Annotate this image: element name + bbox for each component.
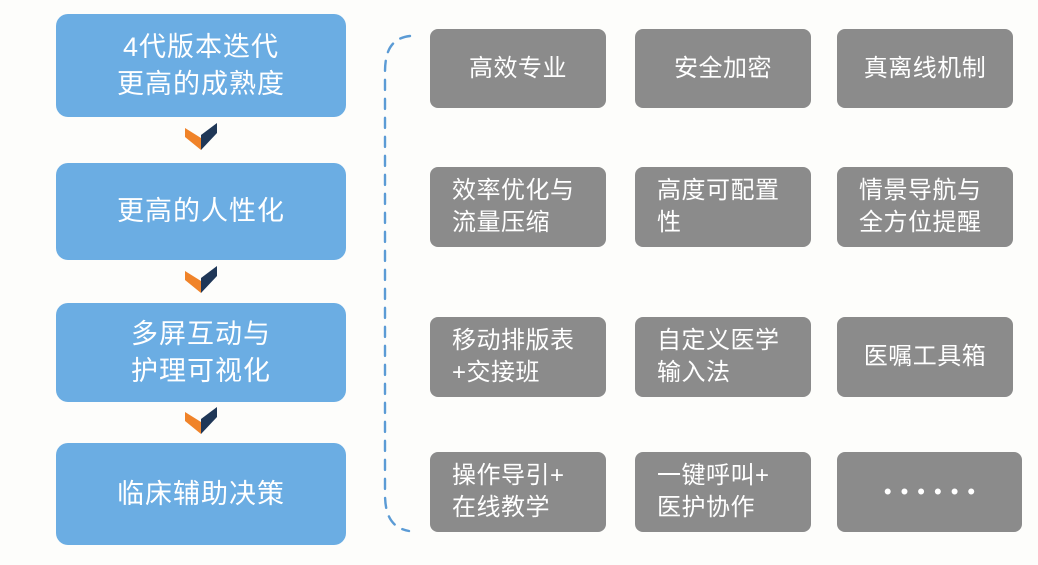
- flow-step-multiscreen-nursing: 多屏互动与 护理可视化: [56, 303, 346, 402]
- flow-step-version-maturity: 4代版本迭代 更高的成熟度: [56, 14, 346, 117]
- feature-card: 高效专业: [430, 29, 606, 108]
- down-chevron-arrow-icon: [185, 266, 217, 293]
- feature-card: 安全加密: [635, 29, 811, 108]
- feature-card-ellipsis: ••••••: [837, 452, 1022, 532]
- flow-step-humanization: 更高的人性化: [56, 163, 346, 260]
- feature-card: 高度可配置 性: [635, 167, 811, 247]
- feature-card: 自定义医学 输入法: [635, 317, 811, 397]
- dashed-bracket: [383, 34, 412, 533]
- down-chevron-arrow-icon: [185, 407, 217, 434]
- feature-card: 移动排版表 +交接班: [430, 317, 606, 397]
- feature-card: 操作导引+ 在线教学: [430, 452, 606, 532]
- flow-step-clinical-decision: 临床辅助决策: [56, 443, 346, 545]
- feature-card: 效率优化与 流量压缩: [430, 167, 606, 247]
- feature-card: 医嘱工具箱: [837, 317, 1013, 397]
- feature-card: 真离线机制: [837, 29, 1013, 108]
- down-chevron-arrow-icon: [185, 123, 217, 150]
- feature-card: 一键呼叫+ 医护协作: [635, 452, 811, 532]
- feature-card: 情景导航与 全方位提醒: [837, 167, 1013, 247]
